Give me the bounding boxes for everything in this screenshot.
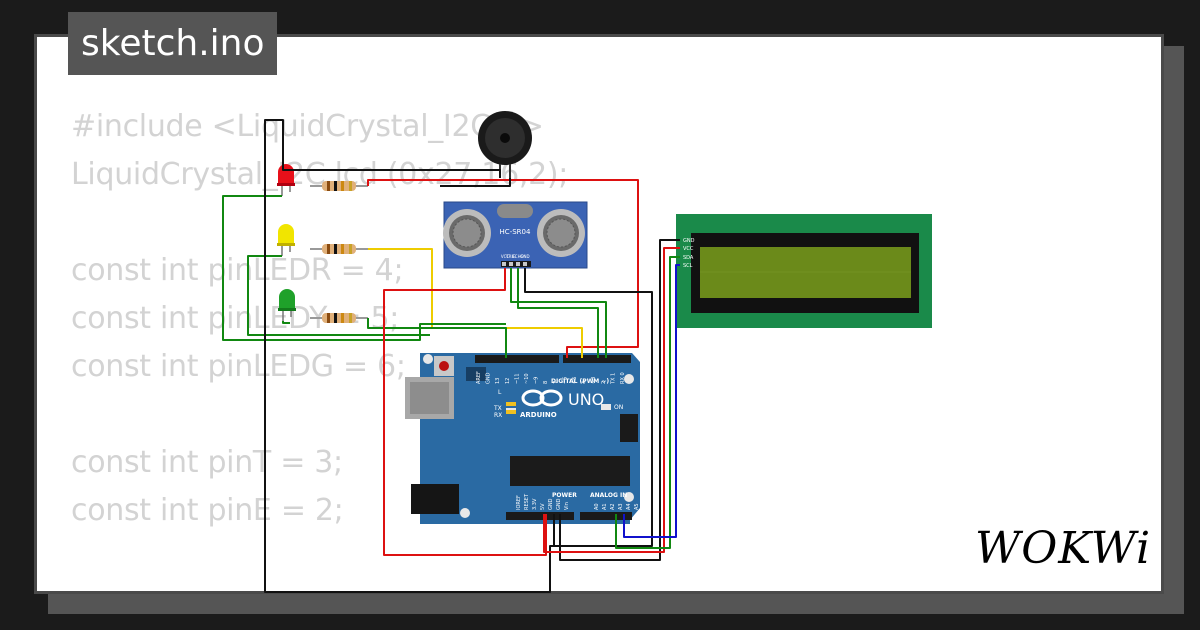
code-line: const int pinLEDG = 6; xyxy=(71,349,406,384)
ultrasonic-pin-vcc: VCC xyxy=(501,254,510,259)
led-yellow[interactable] xyxy=(277,224,295,256)
code-preview: #include <LiquidCrystal_I2C.h>LiquidCrys… xyxy=(71,103,568,591)
resistor-yellow-led[interactable] xyxy=(310,244,368,254)
resistor-green-led[interactable] xyxy=(310,313,368,323)
arduino-pin-label: 2 xyxy=(601,381,607,384)
wire-lcd-scl[interactable] xyxy=(623,264,680,538)
wire-lcd-vcc[interactable] xyxy=(543,247,680,553)
arduino-uno[interactable]: UNO ARDUINO DIGITAL (PWM ~) POWER ANALOG… xyxy=(405,353,640,524)
arduino-pin-label: 12 xyxy=(505,378,511,384)
wires xyxy=(222,119,680,593)
arduino-pin-label: 3.3V xyxy=(532,498,538,510)
lcd-pin-sda: SDA xyxy=(683,255,694,261)
arduino-pin-label: 8 xyxy=(543,381,549,384)
lcd-pin-scl: SCL xyxy=(683,263,693,269)
arduino-pin-label: GND xyxy=(486,372,492,384)
arduino-pin-label: IOREF xyxy=(516,495,522,510)
arduino-pin-label: 4 xyxy=(582,381,588,384)
arduino-pin-label: ~5 xyxy=(572,377,578,384)
wire-sensor-vcc[interactable] xyxy=(383,268,547,556)
ultrasonic-pin-trig: TRIG xyxy=(505,254,516,259)
arduino-pin-label: 13 xyxy=(495,378,501,384)
arduino-pin-label: ~10 xyxy=(524,373,530,384)
arduino-model: UNO xyxy=(568,390,604,409)
wire-red-led-ground[interactable] xyxy=(222,195,506,341)
arduino-pin-label: RESET xyxy=(524,493,530,510)
arduino-pin-label: 7 xyxy=(553,381,559,384)
code-line: const int pinLEDR = 4; xyxy=(71,253,404,288)
led-red[interactable] xyxy=(277,164,295,196)
arduino-pin-label: A5 xyxy=(634,503,640,510)
ultrasonic-label: HC-SR04 xyxy=(500,228,531,236)
lcd-pin-vcc: VCC xyxy=(683,246,694,252)
wire-sensor-gnd[interactable] xyxy=(524,268,653,547)
wire-green-led-ground[interactable] xyxy=(282,321,290,324)
arduino-pin-label: Vin xyxy=(564,502,570,510)
arduino-rx-label: RX xyxy=(494,412,502,419)
arduino-on-label: ON xyxy=(614,404,623,411)
wire-lcd-gnd[interactable] xyxy=(559,239,680,561)
lcd-pin-gnd: GND xyxy=(683,238,695,244)
wokwi-logo: WOKWi xyxy=(975,523,1152,574)
ultrasonic-pin-gnd: GND xyxy=(520,254,529,259)
code-line: const int pinT = 3; xyxy=(71,445,343,480)
arduino-pin-label: ~9 xyxy=(534,377,540,384)
arduino-pin-label: 5V xyxy=(540,503,546,510)
buzzer[interactable] xyxy=(478,111,532,178)
arduino-brand: ARDUINO xyxy=(520,411,557,419)
lcd-display[interactable]: GND VCC SDA SCL xyxy=(676,214,932,328)
arduino-pin-label: ~3 xyxy=(591,377,597,384)
arduino-pin-label: A0 xyxy=(594,503,600,510)
arduino-pin-label: RX 0 xyxy=(620,372,626,384)
wire-lcd-sda[interactable] xyxy=(615,256,680,549)
code-line: void setup() { xyxy=(71,583,568,591)
arduino-pin-label: GND xyxy=(556,498,562,510)
arduino-pin-label: A1 xyxy=(602,503,608,510)
wire-yellow-led-ground[interactable] xyxy=(247,255,430,336)
arduino-pin-label: GND xyxy=(548,498,554,510)
arduino-digital-label: DIGITAL (PWM ~) xyxy=(551,378,609,385)
arduino-pin-label: A2 xyxy=(610,503,616,510)
ultrasonic-pin-echo: ECHO xyxy=(512,254,523,259)
arduino-pin-label: ~11 xyxy=(514,373,520,384)
wire-red-led[interactable] xyxy=(367,179,639,358)
wire-buzzer-signal[interactable] xyxy=(440,178,511,187)
resistor-red-led[interactable] xyxy=(310,181,368,191)
arduino-power-label: POWER xyxy=(552,492,577,499)
wire-green-led[interactable] xyxy=(367,318,507,358)
wire-sensor-trig[interactable] xyxy=(510,268,607,358)
wire-sensor-echo[interactable] xyxy=(517,268,599,358)
filename-tag: sketch.ino xyxy=(68,12,278,75)
code-line: const int pinE = 2; xyxy=(71,493,344,528)
arduino-l-label: L xyxy=(498,389,502,396)
arduino-pin-label: A4 xyxy=(626,503,632,510)
arduino-pin-label: TX 1 xyxy=(610,373,616,385)
arduino-pin-label: A3 xyxy=(618,503,624,510)
arduino-analog-label: ANALOG IN xyxy=(590,492,627,499)
wire-buzzer-ground[interactable] xyxy=(264,119,562,593)
led-green[interactable] xyxy=(278,289,296,321)
arduino-tx-label: TX xyxy=(493,405,502,412)
arduino-pin-label: AREF xyxy=(476,371,482,384)
ultrasonic-sensor[interactable]: HC-SR04 VCC TRIG ECHO GND xyxy=(443,201,588,269)
arduino-pin-label: ~6 xyxy=(562,377,568,384)
